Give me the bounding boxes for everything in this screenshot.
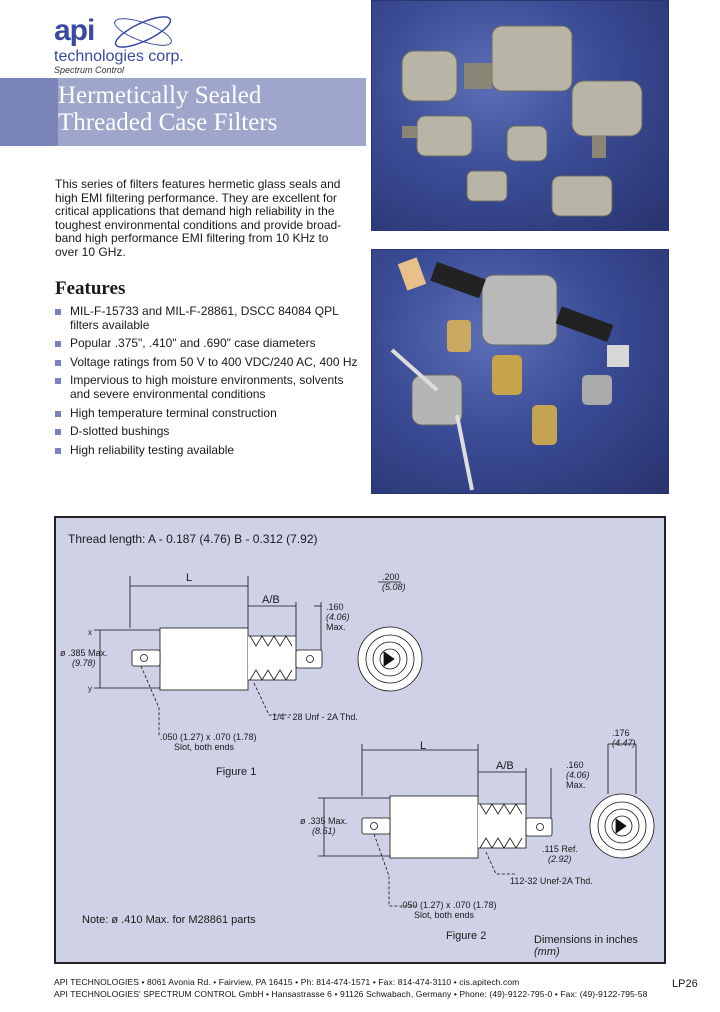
intro-paragraph: This series of filters features hermetic… [55,177,342,259]
footer-line1: API TECHNOLOGIES • 8061 Avonia Rd. • Fai… [54,977,520,987]
fig2-slot: .050 (1.27) x .070 (1.78)Slot, both ends [400,900,497,920]
fig1-y: y [88,684,92,693]
fig1-dim200: .200(5.08) [382,572,406,592]
fig2-ab-label: A/B [496,760,514,772]
bullet-icon [55,378,61,385]
fig2-dim160: .160(4.06)Max. [566,760,590,790]
feature-item: Voltage ratings from 50 V to 400 VDC/240… [55,355,365,370]
fig1-dim160: .160(4.06)Max. [326,602,350,632]
logo-sub: Spectrum Control [54,65,125,75]
bullet-icon [55,447,61,454]
feature-item: Impervious to high moisture environments… [55,374,365,401]
product-photo-1-art [401,25,643,217]
product-photo-2 [371,249,669,494]
bullet-icon [55,429,61,436]
fig2-dim176: .176(4.47) [612,728,636,748]
bullet-icon [55,309,61,315]
thread-length-label: Thread length: A - 0.187 (4.76) B - 0.31… [68,532,318,546]
product-photo-1 [371,0,669,231]
feature-item: MIL-F-15733 and MIL-F-28861, DSCC 84084 … [55,304,365,332]
fig2-L-label: L [420,740,427,752]
title-band [0,78,366,146]
title-band-accent [0,78,58,146]
features-heading: Features [55,278,126,299]
page-title: Hermetically Sealed Threaded Case Filter… [58,82,277,136]
fig1-slot: .050 (1.27) x .070 (1.78)Slot, both ends [160,732,257,752]
bullet-icon [55,359,61,366]
figure1-caption: Figure 1 [216,766,257,778]
page-number: LP26 [672,978,698,990]
bullet-icon [55,410,61,417]
dimensions-note: Dimensions in inches (mm) [534,934,638,958]
feature-item: High reliability testing available [55,443,365,458]
logo-orbit-icon [114,16,172,48]
page-title-line2: Threaded Case Filters [58,109,278,136]
fig1-dia: ø .385 Max.(9.78) [60,648,108,668]
fig1-thread: 1/4 - 28 Unf - 2A Thd. [272,712,358,722]
fig2-dia: ø .335 Max.(8.51) [300,816,348,836]
logo-brand: api [54,14,95,47]
feature-item: High temperature terminal construction [55,406,365,421]
bullet-icon [55,341,61,348]
features-list: MIL-F-15733 and MIL-F-28861, DSCC 84084 … [55,304,365,462]
footer-line2: API TECHNOLOGIES' SPECTRUM CONTROL GmbH … [54,989,648,999]
logo-name: technologies corp. [54,48,184,65]
fig1-ab-label: A/B [262,594,280,606]
page-title-line1: Hermetically Sealed [58,82,262,109]
fig1-L-label: L [186,572,193,584]
feature-item: D-slotted bushings [55,424,365,439]
figure2-caption: Figure 2 [446,930,487,942]
fig1-x: x [88,628,92,637]
dimension-diagram: Thread length: A - 0.187 (4.76) B - 0.31… [54,516,666,964]
feature-item: Popular .375", .410" and .690" case diam… [55,336,365,351]
dimension-drawing [94,576,655,907]
fig2-thread: 112-32 Unef-2A Thd. [510,876,593,886]
product-photo-2-art [390,257,629,491]
fig2-ref: .115 Ref.(2.92) [542,844,578,864]
note-text: Note: ø .410 Max. for M28861 parts [82,914,256,926]
